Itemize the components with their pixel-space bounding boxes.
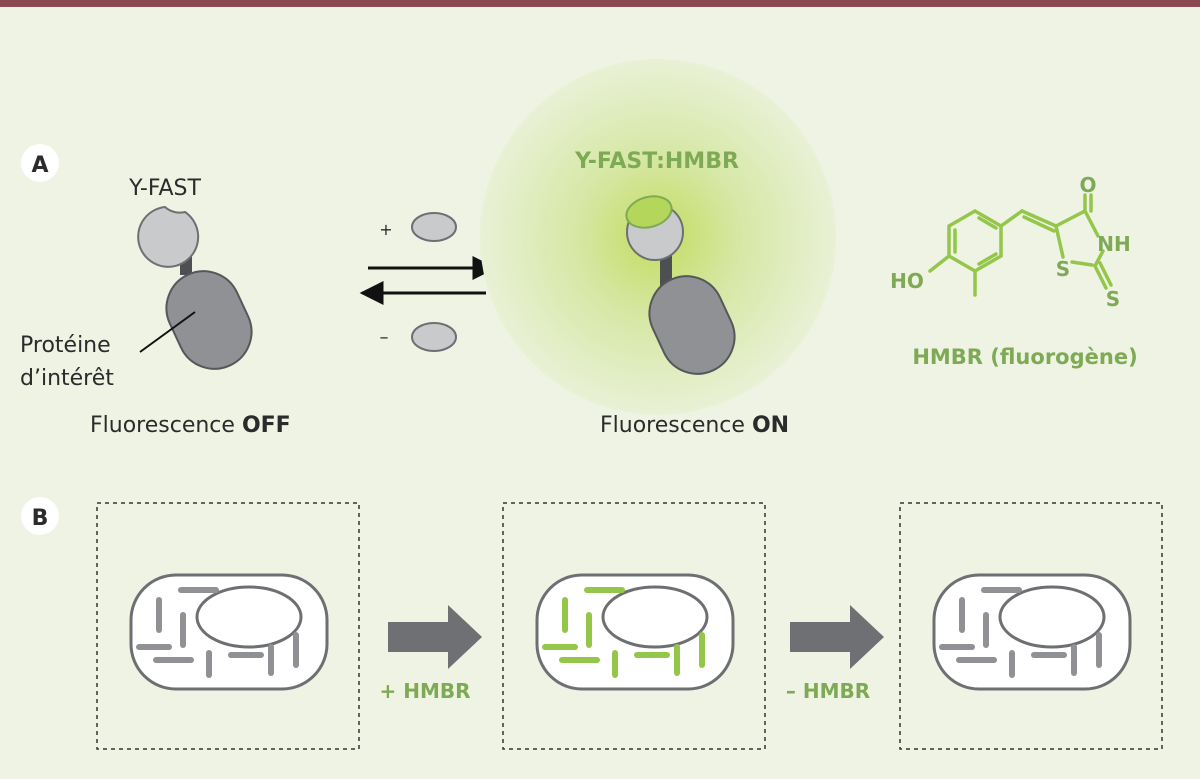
benzene-double-bond-3 [977,252,998,266]
atom-s-exo: S [1106,287,1120,311]
thione-bond-2 [1098,261,1113,287]
yfast-off-construct: Y-FAST Protéine d’intérêt Fluorescence O… [20,176,291,438]
protein-of-interest-on [648,275,736,375]
atom-ho: HO [890,269,924,293]
protein-label-line2: d’intérêt [20,366,114,391]
ring-n-bond [1093,249,1105,268]
bond-ho [928,254,951,273]
cell-frame-2 [502,502,766,750]
yfast-tag-open [137,205,200,268]
add-arrow [388,605,482,669]
step-arrow-remove: – HMBR [786,605,884,703]
ring-s-bond [1070,260,1094,267]
equilibrium: + – [359,212,497,352]
atom-nh: NH [1097,232,1130,256]
hmbr-bound [625,195,673,229]
remove-hmbr-label: – HMBR [786,679,870,703]
step-arrow-add: + HMBR [379,605,482,703]
complex-label: Y-FAST:HMBR [574,149,739,174]
cell-nucleus [601,585,709,649]
fluorogen-out [411,322,457,352]
dashed-frame [96,502,360,750]
remove-arrow [790,605,884,669]
add-hmbr-label: + HMBR [379,679,470,703]
cell-nucleus [195,585,303,649]
dashed-frame [899,502,1163,750]
linker-on [660,255,672,287]
hmbr-structure [928,193,1113,297]
minus-sign: – [380,327,389,348]
fluorescence-off-label: Fluorescence OFF [90,413,291,438]
fluorogen-in [411,212,457,242]
thione-bond [1093,264,1108,290]
panel-a-badge-circle [21,144,59,182]
cell-frame-3 [899,502,1163,750]
cell-nucleus [998,585,1106,649]
thiazolidine-ring-top [1053,208,1100,259]
panel-a: A Y-FAST Protéine d’intérêt Fluorescence… [20,59,1138,438]
exocyclic-double-bond-2 [1022,215,1056,233]
protein-label-line1: Protéine [20,333,111,358]
atom-s-ring: S [1056,257,1070,281]
dashed-frame [502,502,766,750]
protein-pointer-line [139,311,196,353]
benzene-ring [947,208,1003,274]
panel-a-badge: A [31,153,48,178]
top-bar [0,0,1200,7]
yfast-label: Y-FAST [128,176,201,201]
cell-frame-1 [96,502,360,750]
protein-of-interest [165,270,253,370]
panel-b-badge: B [32,506,49,531]
vinyl-bond [999,209,1024,228]
fluorescence-on-label: Fluorescence ON [600,413,789,438]
panel-b-badge-circle [21,497,59,535]
atom-o: O [1079,173,1096,197]
plus-sign: + [379,220,392,239]
exocyclic-double-bond [1020,209,1058,228]
panel-b: B + HMBR – HMBR [21,497,1163,750]
benzene-double-bond-2 [977,216,998,230]
yfast-on-construct: Y-FAST:HMBR Fluorescence ON [480,59,836,438]
hmbr-caption: HMBR (fluorogène) [912,345,1137,369]
